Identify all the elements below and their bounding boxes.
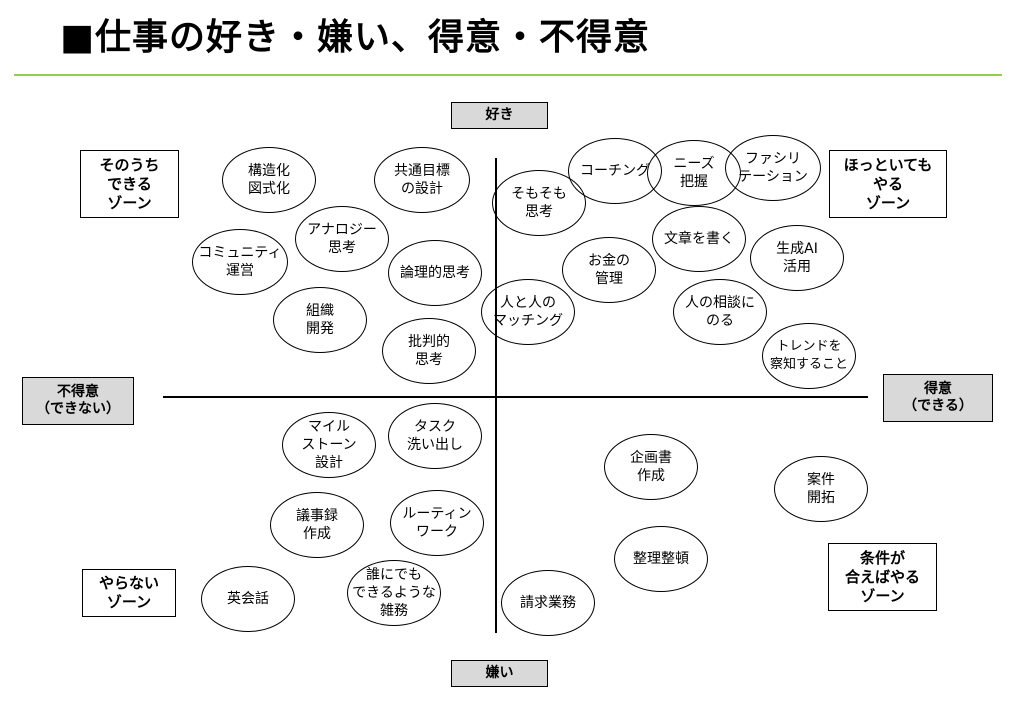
bubble-generative-ai: 生成AI 活用 — [750, 225, 844, 291]
horizontal-axis — [163, 396, 868, 398]
bubble-organization-development: 組織 開発 — [273, 287, 367, 353]
bubble-logical-thinking: 論理的思考 — [388, 240, 482, 306]
bubble-facilitation: ファシリ テーション — [725, 135, 821, 201]
zone-wont-do: やらない ゾーン — [82, 569, 176, 617]
bubble-needs-understanding: ニーズ 把握 — [647, 140, 741, 206]
bubble-fundamental-thinking: そもそも 思考 — [492, 170, 586, 236]
bubble-routine-work: ルーティン ワーク — [390, 490, 484, 556]
bubble-analogy-thinking: アナロジー 思考 — [295, 206, 389, 272]
bubble-people-matching: 人と人の マッチング — [481, 279, 575, 345]
bubble-english-conversation: 英会話 — [201, 566, 295, 632]
bubble-miscellaneous-tasks: 誰にでも できるような 雑務 — [347, 560, 441, 626]
axis-label-like: 好き — [451, 102, 548, 129]
bubble-money-management: お金の 管理 — [562, 237, 656, 303]
axis-label-not-good-at: 不得意 （できない） — [22, 377, 134, 425]
bubble-planning-document: 企画書 作成 — [604, 434, 698, 500]
page-title: ■仕事の好き・嫌い、得意・不得意 — [60, 16, 651, 58]
bubble-milestone-design: マイル ストーン 設計 — [282, 412, 376, 478]
bubble-business-development: 案件 開拓 — [774, 456, 868, 522]
zone-do-anyway: ほっといても やる ゾーン — [829, 150, 947, 218]
bubble-common-goal-design: 共通目標 の設計 — [374, 147, 470, 213]
bubble-trend-sensing: トレンドを 察知すること — [762, 323, 856, 389]
bubble-writing: 文章を書く — [652, 206, 746, 272]
bubble-task-breakdown: タスク 洗い出し — [388, 403, 482, 469]
bubble-structuring: 構造化 図式化 — [222, 147, 316, 213]
bubble-organizing: 整理整頓 — [614, 526, 708, 592]
bubble-meeting-minutes: 議事録 作成 — [270, 492, 364, 558]
bubble-critical-thinking: 批判的 思考 — [382, 318, 476, 384]
zone-someday-can-do: そのうち できる ゾーン — [80, 150, 179, 218]
axis-label-good-at: 得意 （できる） — [883, 374, 993, 422]
zone-do-if-conditions-met: 条件が 合えばやる ゾーン — [828, 543, 937, 611]
axis-label-dislike: 嫌い — [451, 660, 548, 687]
bubble-community-management: コミュニティ 運営 — [192, 229, 288, 295]
vertical-axis — [495, 158, 497, 633]
bubble-billing-work: 請求業務 — [501, 570, 595, 636]
bubble-consultation: 人の相談に のる — [673, 279, 767, 345]
title-underline — [14, 74, 1002, 76]
